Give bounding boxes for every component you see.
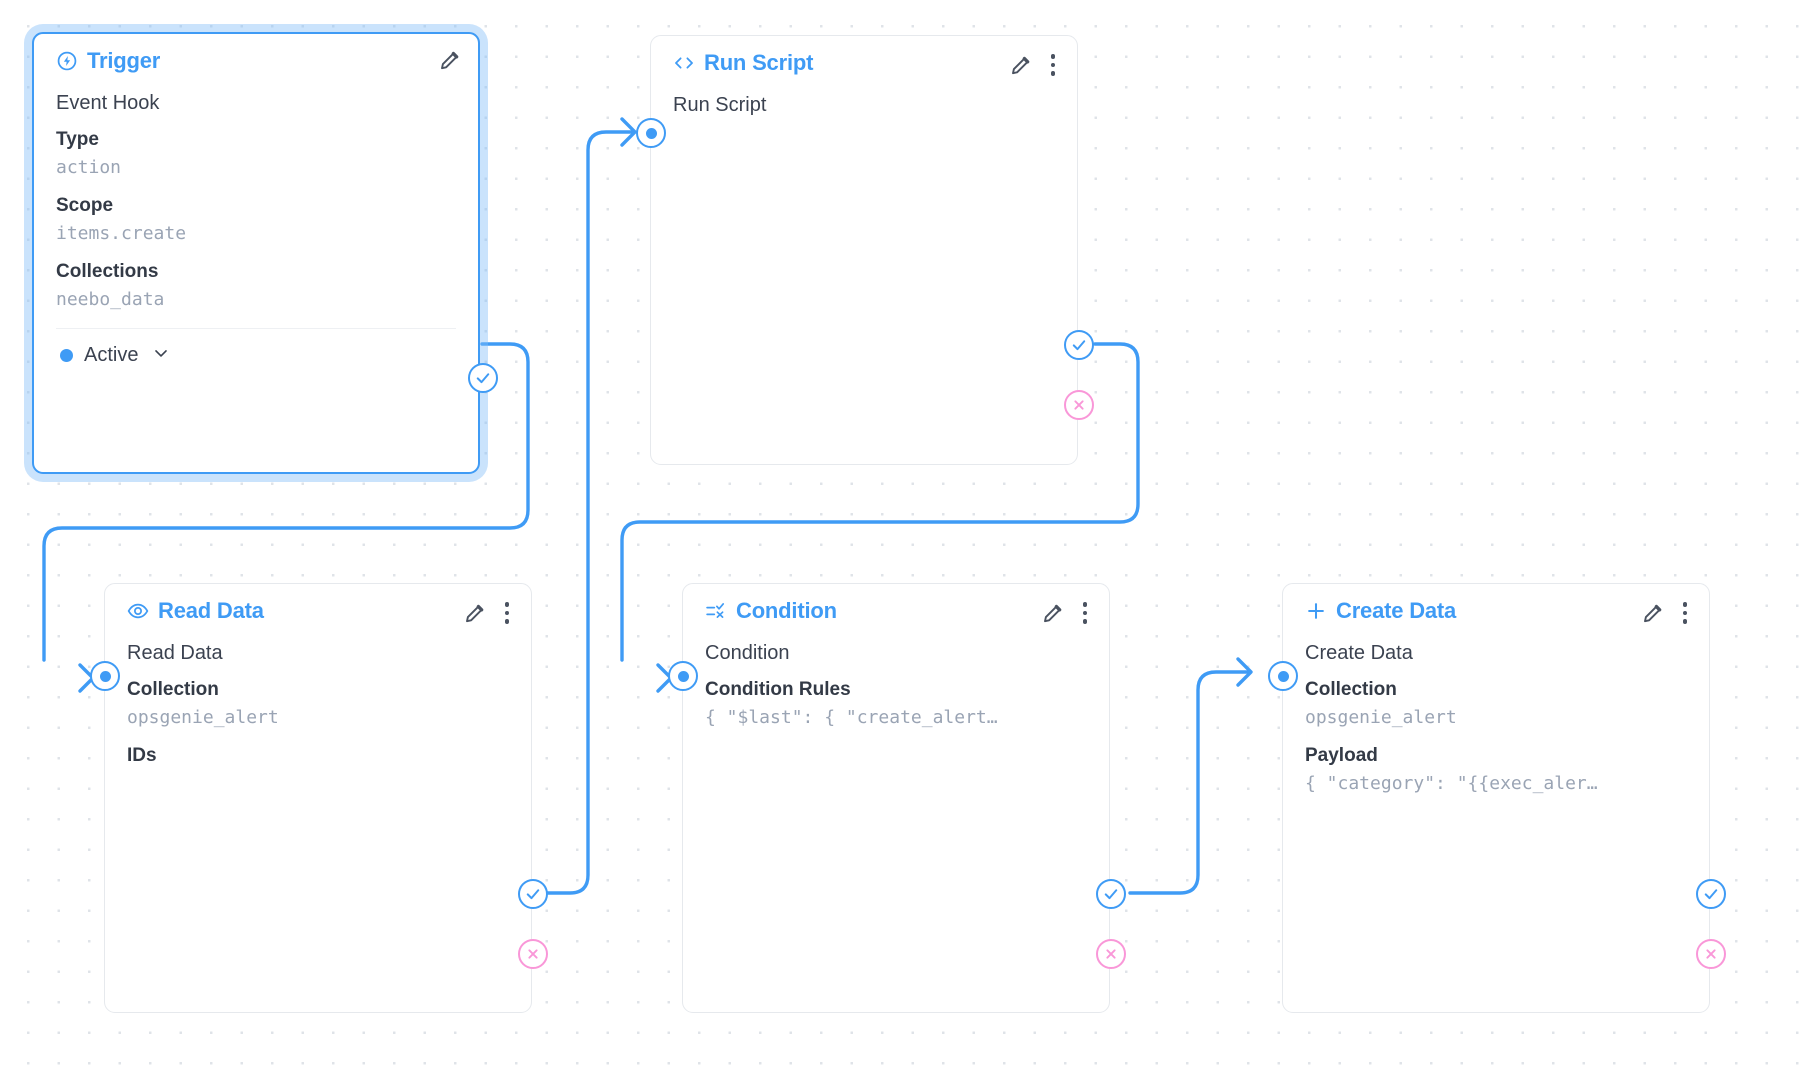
trigger-resolve-port[interactable] <box>468 363 498 393</box>
edit-pencil-icon[interactable] <box>463 601 487 625</box>
read-data-title-group: Read Data <box>127 598 264 624</box>
read-data-input-port[interactable] <box>90 661 120 691</box>
run-script-main-row: Run Script <box>673 94 767 116</box>
field-value: opsgenie_alert <box>1305 706 1457 728</box>
condition-resolve-port[interactable] <box>1096 879 1126 909</box>
status-dot-icon <box>60 349 73 363</box>
field-value: action <box>56 156 122 178</box>
read-data-body: Read Data Collection opsgenie_alert IDs <box>105 642 531 768</box>
condition-reject-port[interactable] <box>1096 939 1126 969</box>
read-data-title: Read Data <box>158 598 264 623</box>
run-script-title: Run Script <box>704 50 814 75</box>
field-label: Scope <box>56 195 114 217</box>
edit-pencil-icon[interactable] <box>438 48 462 72</box>
edge-condition-to-create-data <box>1128 670 1252 895</box>
field-value: opsgenie_alert <box>127 706 279 728</box>
condition-head-actions <box>1041 598 1094 628</box>
run-script-title-group: Run Script <box>673 50 813 76</box>
trigger-title: Trigger <box>87 48 161 73</box>
create-data-resolve-port[interactable] <box>1696 879 1726 909</box>
more-options-icon[interactable] <box>1677 598 1694 628</box>
status-badge: Active <box>84 344 139 367</box>
run-script-resolve-port[interactable] <box>1064 330 1094 360</box>
read-data-head-actions <box>463 598 516 628</box>
trigger-field-scope: Scope items.create <box>56 194 456 246</box>
node-condition[interactable]: Condition Condition Condition Rules { "$… <box>668 583 1126 1013</box>
trigger-header: Trigger <box>34 34 478 88</box>
trigger-field-collections: Collections neebo_data <box>56 260 456 312</box>
field-value: neebo_data <box>56 288 165 310</box>
node-run-script[interactable]: Run Script Run Script <box>636 35 1094 465</box>
filter-check-x-icon <box>705 600 727 622</box>
create-data-input-port[interactable] <box>1268 661 1298 691</box>
create-data-title: Create Data <box>1336 598 1457 623</box>
create-data-head-actions <box>1641 598 1694 628</box>
trigger-field-type: Type action <box>56 128 456 180</box>
edit-pencil-icon[interactable] <box>1041 601 1065 625</box>
arrowhead-run-script-input <box>620 117 637 147</box>
condition-input-port[interactable] <box>668 661 698 691</box>
field-value: { "$last": { "create_alert… <box>705 706 998 728</box>
arrowhead-create-data-input <box>1236 657 1253 687</box>
chevron-down-icon <box>151 343 171 368</box>
node-read-data[interactable]: Read Data Read Data Collection opsgenie_… <box>90 583 548 1013</box>
create-data-field-collection: Collection opsgenie_alert <box>1305 678 1687 730</box>
eye-icon <box>127 600 149 622</box>
field-label: Type <box>56 129 99 150</box>
run-script-input-port[interactable] <box>636 118 666 148</box>
bolt-circle-icon <box>56 50 78 72</box>
field-label: Condition Rules <box>705 679 851 700</box>
field-label: Collection <box>127 679 219 700</box>
trigger-body: Event Hook Type action Scope items.creat… <box>34 92 478 368</box>
trigger-status-dropdown[interactable]: Active <box>56 329 456 368</box>
edit-pencil-icon[interactable] <box>1009 53 1033 77</box>
more-options-icon[interactable] <box>499 598 516 628</box>
more-options-icon[interactable] <box>1077 598 1094 628</box>
read-data-header: Read Data <box>105 584 531 638</box>
condition-field-rules: Condition Rules { "$last": { "create_ale… <box>705 678 1087 730</box>
node-create-data[interactable]: Create Data Create Data Collection opsge… <box>1268 583 1726 1013</box>
create-data-body: Create Data Collection opsgenie_alert Pa… <box>1283 642 1709 796</box>
read-data-main-row: Read Data <box>127 642 223 664</box>
edge-read-data-to-run-script <box>543 130 636 895</box>
node-trigger[interactable]: Trigger Event Hook Type action Scope ite… <box>32 32 498 474</box>
condition-body: Condition Condition Rules { "$last": { "… <box>683 642 1109 730</box>
edit-pencil-icon[interactable] <box>1641 601 1665 625</box>
field-label: IDs <box>127 745 157 767</box>
more-options-icon[interactable] <box>1045 50 1062 80</box>
condition-main-row: Condition <box>705 642 790 664</box>
read-data-field-collection: Collection opsgenie_alert <box>127 678 509 730</box>
run-script-header: Run Script <box>651 36 1077 90</box>
run-script-body: Run Script <box>651 94 1077 116</box>
read-data-reject-port[interactable] <box>518 939 548 969</box>
create-data-header: Create Data <box>1283 584 1709 638</box>
field-value: items.create <box>56 222 187 244</box>
trigger-title-group: Trigger <box>56 48 160 74</box>
run-script-head-actions <box>1009 50 1062 80</box>
condition-title: Condition <box>736 598 837 623</box>
read-data-field-ids: IDs <box>127 744 509 768</box>
field-label: Collection <box>1305 679 1397 700</box>
field-value: { "category": "{{exec_aler… <box>1305 772 1598 794</box>
code-brackets-icon <box>673 52 695 74</box>
field-label: Payload <box>1305 745 1378 767</box>
field-label: Collections <box>56 261 159 283</box>
create-data-field-payload: Payload { "category": "{{exec_aler… <box>1305 744 1687 796</box>
create-data-main-row: Create Data <box>1305 642 1413 664</box>
condition-header: Condition <box>683 584 1109 638</box>
trigger-divider <box>56 328 456 330</box>
plus-icon <box>1305 600 1327 622</box>
trigger-main-row: Event Hook <box>56 92 160 114</box>
create-data-title-group: Create Data <box>1305 598 1456 624</box>
run-script-reject-port[interactable] <box>1064 390 1094 420</box>
trigger-head-actions <box>438 48 462 72</box>
condition-title-group: Condition <box>705 598 837 624</box>
read-data-resolve-port[interactable] <box>518 879 548 909</box>
create-data-reject-port[interactable] <box>1696 939 1726 969</box>
